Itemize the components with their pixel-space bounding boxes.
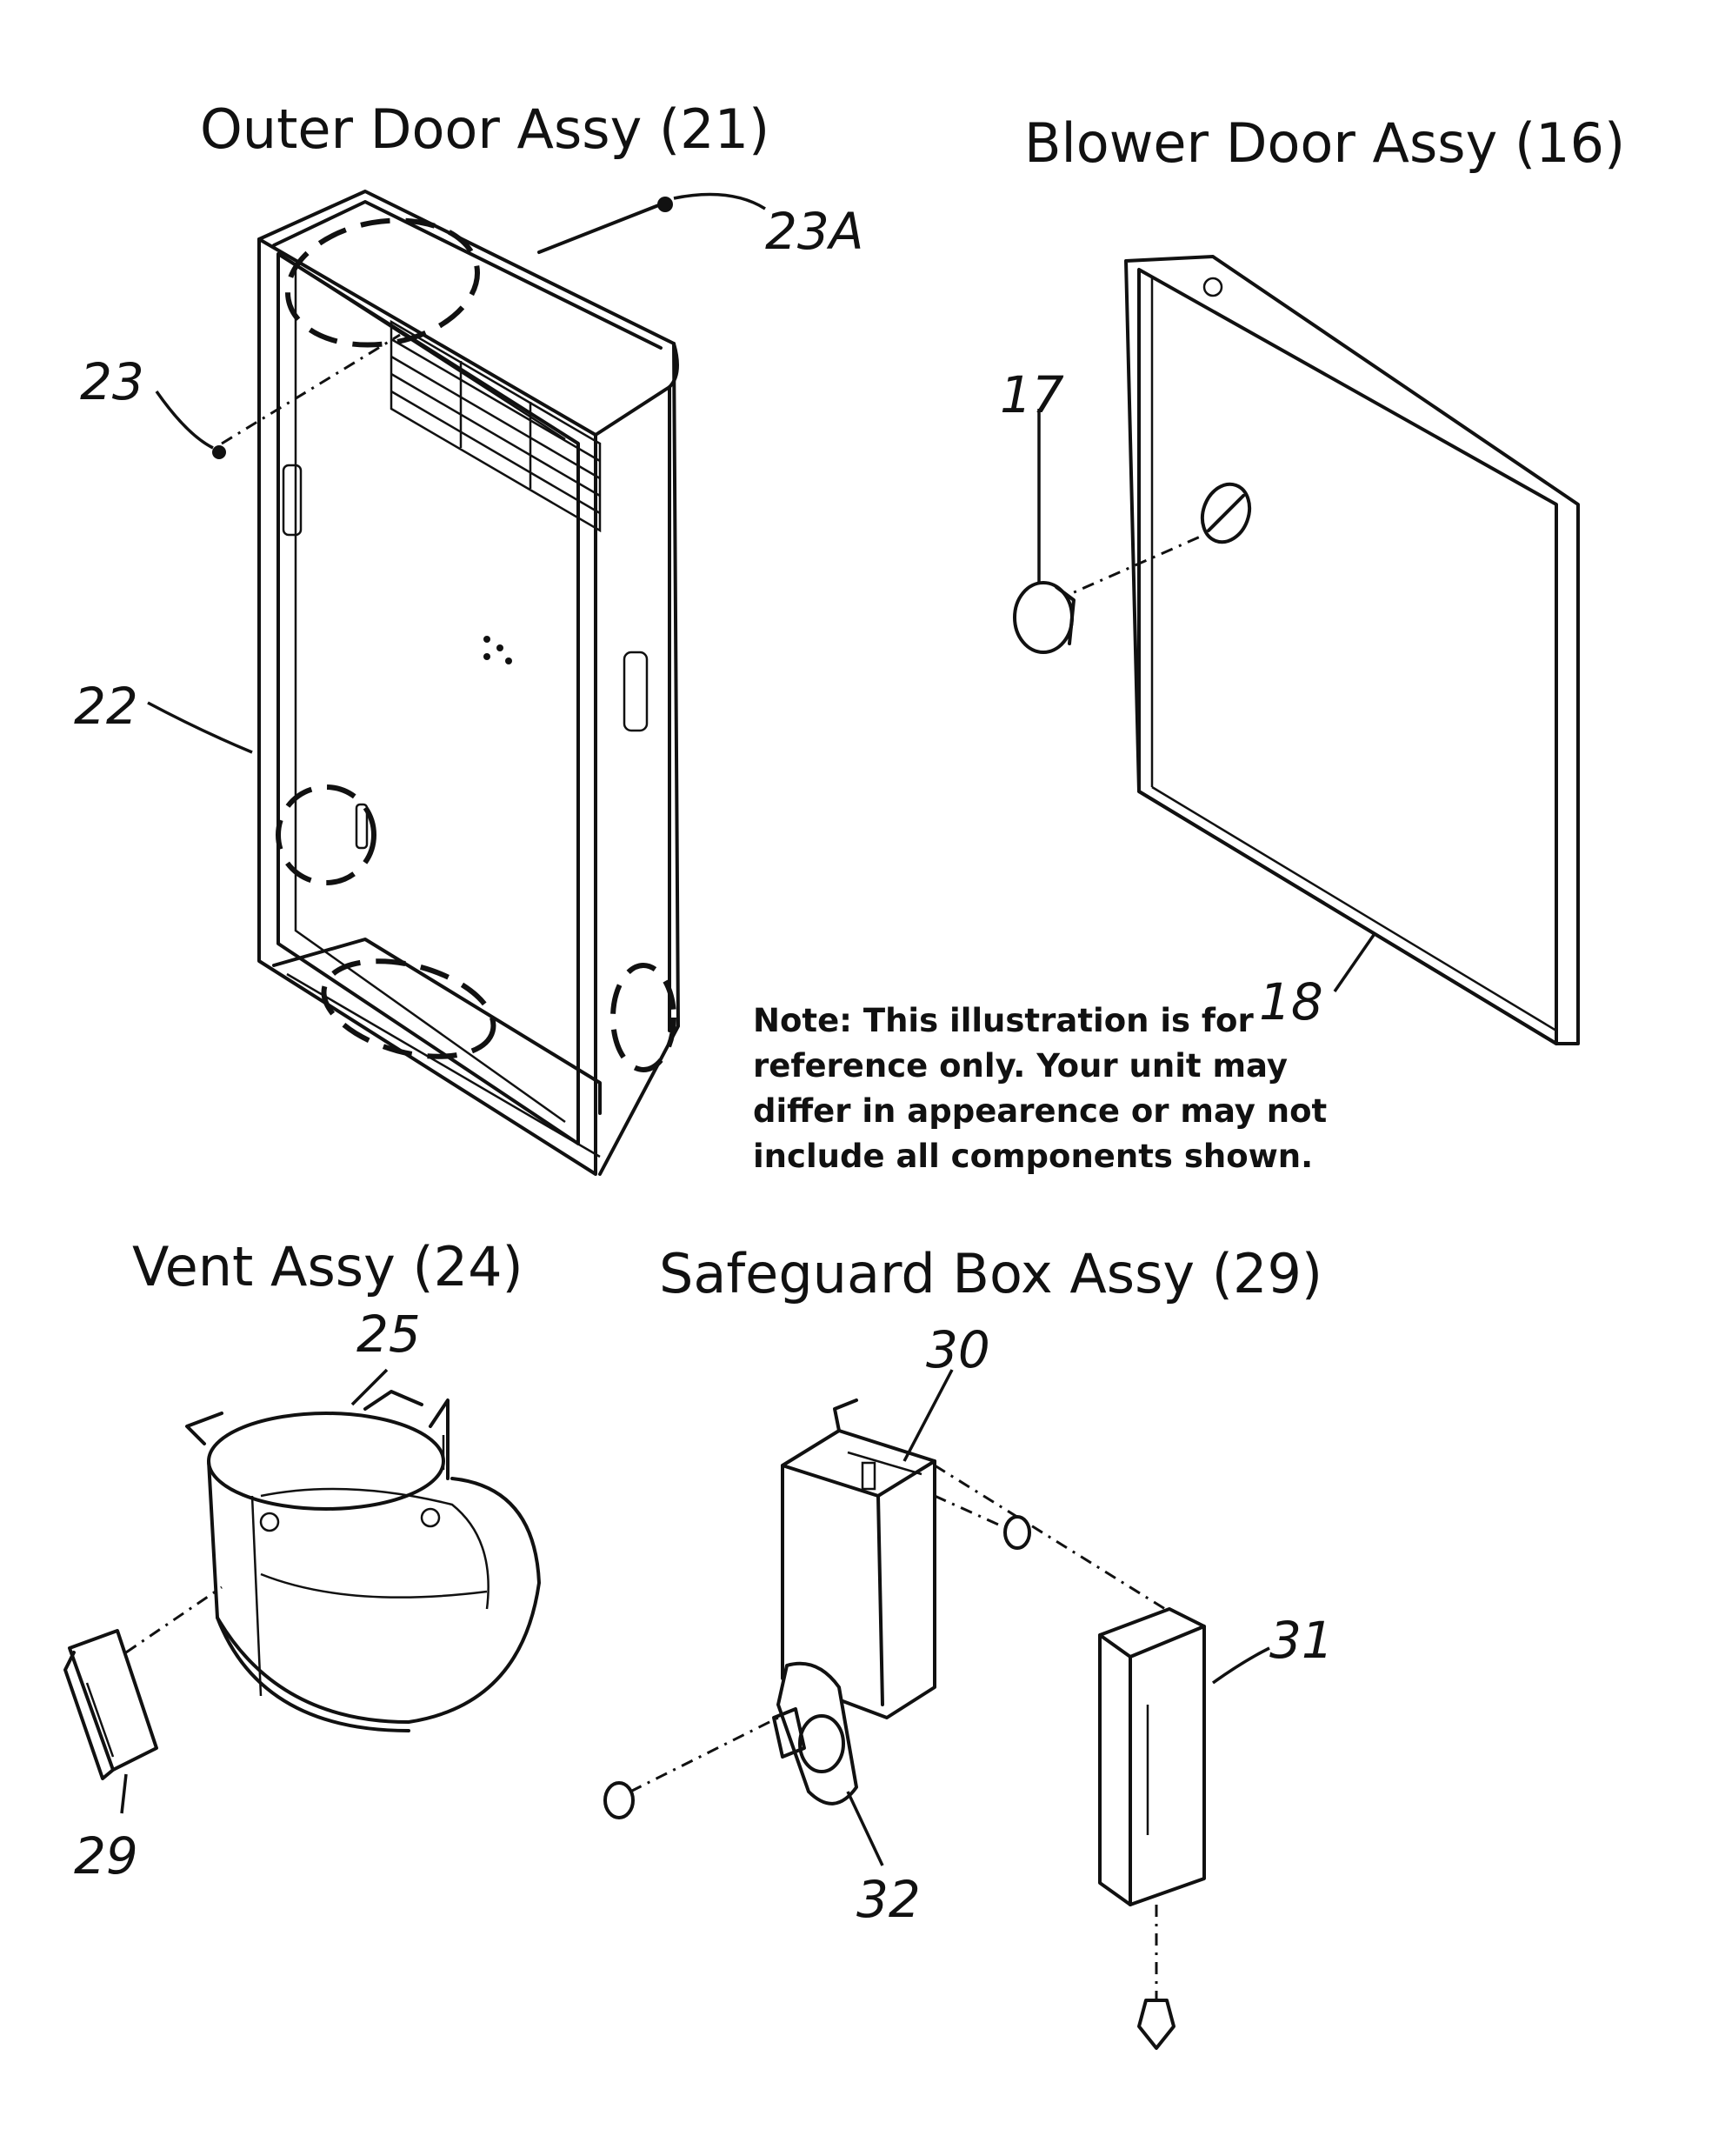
callout-25: 25 xyxy=(356,1305,421,1364)
blower-door-assy-title: Blower Door Assy (16) xyxy=(1024,111,1626,175)
louver-vents xyxy=(390,319,602,533)
blower-door-assembly-drawing xyxy=(1013,255,1580,1045)
callout-17: 17 xyxy=(1000,365,1064,424)
note-line-3: differ in appearence or may not xyxy=(753,1092,1328,1130)
outer-door-assy-title: Outer Door Assy (21) xyxy=(200,97,770,161)
note-line-4: include all components shown. xyxy=(753,1138,1314,1175)
callout-29: 29 xyxy=(74,1826,138,1886)
outer-door-assembly-drawing xyxy=(147,190,766,1176)
callout-18: 18 xyxy=(1259,972,1323,1031)
callout-30: 30 xyxy=(926,1320,990,1379)
vent-assy-title: Vent Assy (24) xyxy=(132,1235,523,1298)
note-line-2: reference only. Your unit may xyxy=(753,1047,1288,1085)
callout-22: 22 xyxy=(74,677,138,736)
note-line-1: Note: This illustration is for xyxy=(753,1002,1254,1039)
callout-23: 23 xyxy=(80,352,144,411)
safeguard-box-assembly-drawing xyxy=(603,1369,1270,2050)
reference-note: Note: This illustration is for reference… xyxy=(753,998,1327,1179)
vent-assembly-drawing xyxy=(63,1368,541,1814)
callout-23a: 23A xyxy=(765,202,864,261)
callout-32: 32 xyxy=(856,1870,921,1929)
callout-31: 31 xyxy=(1269,1611,1334,1670)
safeguard-box-assy-title: Safeguard Box Assy (29) xyxy=(659,1242,1323,1305)
